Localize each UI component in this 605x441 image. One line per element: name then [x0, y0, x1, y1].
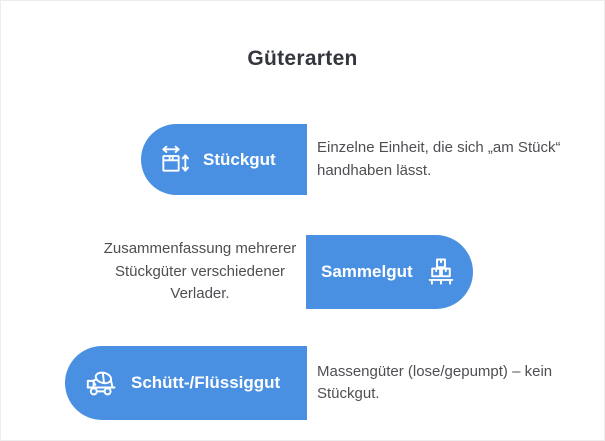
- pill-schuett-fluessiggut: Schütt-/Flüssiggut: [65, 346, 307, 420]
- pallet-boxes-icon: [424, 255, 458, 289]
- pill-label-sammelgut: Sammelgut: [321, 262, 413, 281]
- pill-label-schuett-fluessiggut: Schütt-/Flüssiggut: [131, 373, 281, 392]
- page-title: Güterarten: [247, 47, 358, 70]
- pill-sammelgut: Sammelgut: [306, 235, 473, 309]
- description-schuett-fluessiggut: Massengüter (lose/gepumpt) – kein Stückg…: [317, 362, 553, 403]
- description-sammelgut: Zusammenfassung mehrerer Stückgüter vers…: [103, 240, 297, 303]
- pill-label-stueckgut: Stückgut: [203, 149, 276, 169]
- description-stueckgut: Einzelne Einheit, die sich „am Stück“ ha…: [317, 139, 561, 179]
- package-dimensions-icon: [158, 144, 190, 176]
- pill-stueckgut: Stückgut: [141, 124, 307, 195]
- mixer-truck-icon: [83, 365, 119, 401]
